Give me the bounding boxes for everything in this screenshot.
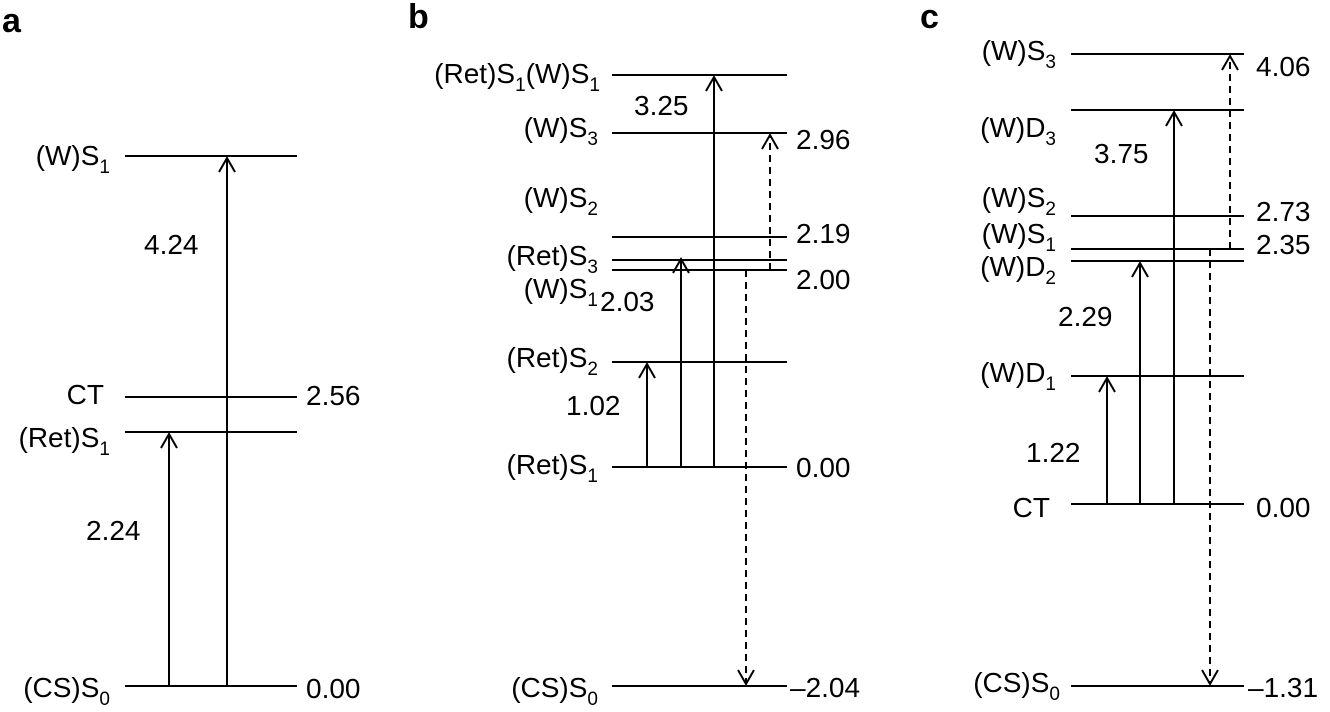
arrowhead-c-2-29 [1131,260,1149,278]
transition-label-b-2-03: 2.03 [600,286,655,317]
dashed-arrowhead-c-up [1221,53,1239,71]
panel-a: a (W)S1 CT (Ret)S1 (CS)S0 2.56 0.00 4.24… [2,2,361,710]
arrowhead-b-3-25 [705,74,723,92]
level-label-b-ws2: (W)S2 [524,182,598,220]
panel-c-letter: c [920,0,939,36]
level-value-c-css0: –1.31 [1248,672,1318,703]
panel-a-letter: a [2,2,22,40]
level-label-b-rets3: (Ret)S3 [507,240,598,278]
transition-label-a-4-24: 4.24 [144,229,199,260]
arrowhead-b-1-02 [638,361,656,379]
level-label-c-wd1: (W)D1 [980,357,1056,395]
panel-b: b (Ret)S1(W)S1 (W)S3 (W)S2 (Ret)S3 (W)S1… [408,0,860,710]
level-value-b-ws1: 2.00 [796,264,851,295]
level-label-a-rets1: (Ret)S1 [19,422,110,460]
level-value-c-ws3: 4.06 [1256,51,1311,82]
transition-label-b-3-25: 3.25 [634,90,689,121]
level-value-a-css0: 0.00 [306,673,361,704]
arrowhead-a-4-24 [218,155,236,173]
level-label-b-css0: (CS)S0 [511,672,598,710]
level-value-b-css0: –2.04 [790,672,860,703]
level-label-c-wd3: (W)D3 [980,112,1056,150]
level-value-a-ct: 2.56 [306,380,361,411]
transition-label-c-3-75: 3.75 [1094,138,1149,169]
level-value-b-ws2: 2.19 [796,218,851,249]
level-label-b-rets1ws1: (Ret)S1(W)S1 [434,58,600,96]
dashed-arrowhead-c-down [1201,669,1219,687]
level-label-b-ws1: (W)S1 [524,273,598,311]
panel-b-letter: b [408,0,429,36]
level-label-a-css0: (CS)S0 [23,672,110,710]
dashed-arrowhead-b-up [761,132,779,150]
level-label-c-ws3: (W)S3 [982,35,1056,73]
transition-label-b-1-02: 1.02 [566,390,621,421]
level-value-c-ws2: 2.73 [1256,196,1311,227]
level-label-c-wd2: (W)D2 [980,251,1056,289]
arrowhead-c-3-75 [1165,109,1183,127]
level-label-b-rets2: (Ret)S2 [507,342,598,380]
level-label-c-ws2: (W)S2 [982,182,1056,220]
level-value-c-ws1: 2.35 [1256,229,1311,260]
transition-label-c-1-22: 1.22 [1026,437,1081,468]
level-label-a-ws1: (W)S1 [36,140,110,178]
arrowhead-b-2-03 [672,256,690,274]
level-label-b-ws3: (W)S3 [524,112,598,150]
level-label-c-css0: (CS)S0 [973,667,1060,705]
level-value-c-ct: 0.00 [1256,492,1311,523]
level-value-b-rets1: 0.00 [796,452,851,483]
level-label-a-ct: CT [67,379,104,410]
arrowhead-a-2-24 [160,431,178,449]
level-label-c-ct: CT [1013,492,1050,523]
arrowhead-c-1-22 [1098,375,1116,393]
panel-c: c (W)S3 (W)D3 (W)S2 (W)S1 (W)D2 (W)D1 CT… [920,0,1318,705]
level-label-c-ws1: (W)S1 [982,218,1056,256]
dashed-arrowhead-b-down [737,669,755,687]
transition-label-c-2-29: 2.29 [1058,301,1113,332]
transition-label-a-2-24: 2.24 [86,515,141,546]
level-label-b-rets1: (Ret)S1 [507,449,598,487]
level-value-b-ws3: 2.96 [796,124,851,155]
